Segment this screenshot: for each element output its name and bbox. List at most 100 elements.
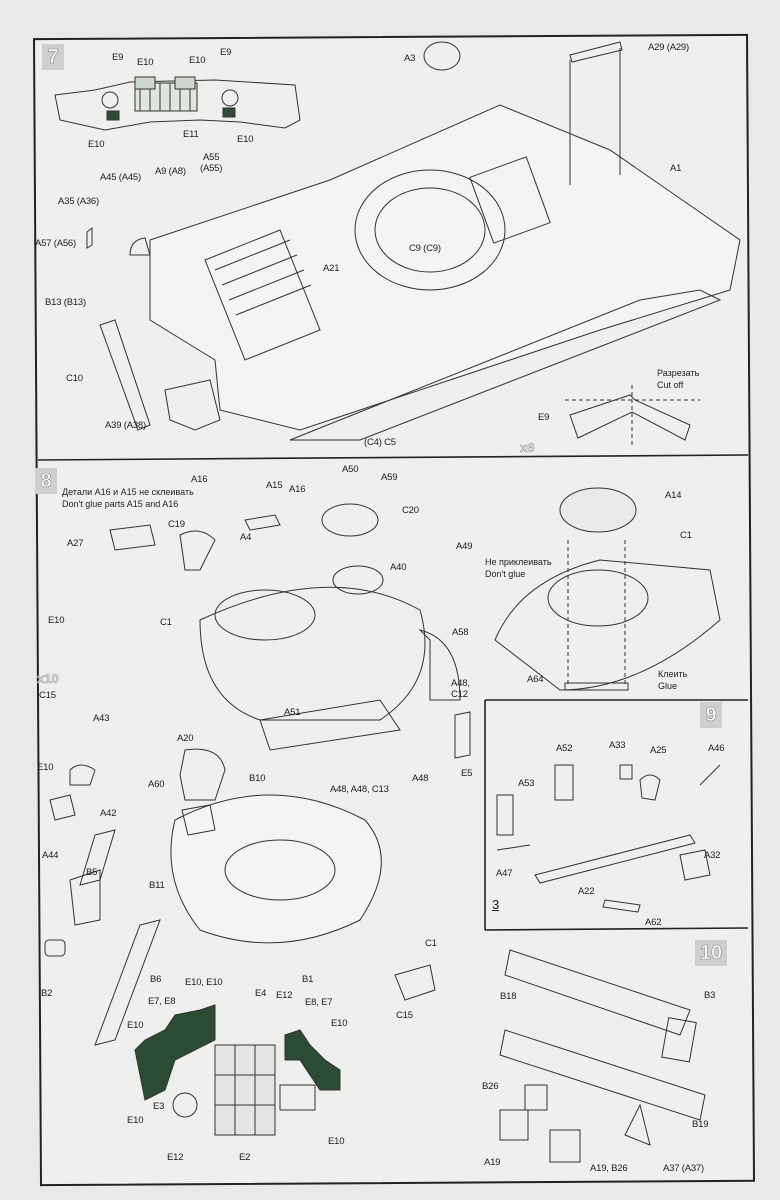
part-label: A1 <box>670 163 682 174</box>
part-label: B2 <box>41 988 53 999</box>
part-label: A39 (A38) <box>105 420 146 431</box>
part-label: A48, C12 <box>451 678 470 700</box>
part-label: B10 <box>249 773 266 784</box>
step-number-8: 8 <box>35 468 57 494</box>
part-label: B5 <box>86 867 98 878</box>
cut-off-note: Разрезать Cut off <box>657 367 699 391</box>
part-label: B13 (B13) <box>45 297 86 308</box>
part-label: E10 <box>137 57 154 68</box>
part-label: E10, E10 <box>185 977 223 988</box>
step-number-7: 7 <box>42 44 64 70</box>
part-label: A4 <box>240 532 252 543</box>
part-label: C1 <box>160 617 172 628</box>
part-label: E8, E7 <box>305 997 333 1008</box>
part-label: A19 <box>484 1157 501 1168</box>
part-label: E9 <box>220 47 232 58</box>
part-label: E12 <box>276 990 293 1001</box>
step-number-9: 9 <box>700 702 722 728</box>
part-label: C1 <box>680 530 692 541</box>
part-label: E7, E8 <box>148 996 176 1007</box>
glue-note-en: Glue <box>658 681 678 691</box>
part-label: A21 <box>323 263 340 274</box>
part-label: A16 <box>289 484 306 495</box>
part-label: C20 <box>402 505 419 516</box>
part-label: A27 <box>67 538 84 549</box>
part-label: A44 <box>42 850 59 861</box>
part-label: E10 <box>189 55 206 66</box>
part-label: B1 <box>302 974 314 985</box>
assembly-note: Детали A16 и A15 не склеивать Don't glue… <box>62 486 194 510</box>
part-label: A46 <box>708 743 725 754</box>
part-label: A20 <box>177 733 194 744</box>
part-label: E10 <box>48 615 65 626</box>
assembly-note-en: Don't glue parts A15 and A16 <box>62 499 179 509</box>
part-label: A62 <box>645 917 662 928</box>
no-glue-note-en: Don't glue <box>485 569 526 579</box>
cut-off-note-ru: Разрезать <box>657 368 700 378</box>
part-label: A48 <box>412 773 429 784</box>
part-label: B19 <box>692 1119 709 1130</box>
part-label: B26 <box>482 1081 499 1092</box>
part-label: E4 <box>255 988 267 999</box>
part-label: E10 <box>127 1115 144 1126</box>
part-label: E10 <box>127 1020 144 1031</box>
part-label: A3 <box>404 53 416 64</box>
cut-off-note-en: Cut off <box>657 380 684 390</box>
part-label: B6 <box>150 974 162 985</box>
part-label: A47 <box>496 868 513 879</box>
part-label: A25 <box>650 745 667 756</box>
part-label: A19, B26 <box>590 1163 628 1174</box>
part-label: C1 <box>425 938 437 949</box>
glue-note-ru: Клеить <box>658 669 688 679</box>
part-label: A14 <box>665 490 682 501</box>
part-label: A60 <box>148 779 165 790</box>
part-label: A35 (A36) <box>58 196 99 207</box>
part-label: E10 <box>88 139 105 150</box>
part-label: E10 <box>237 134 254 145</box>
part-label: A45 (A45) <box>100 172 141 183</box>
part-label: A16 <box>191 474 208 485</box>
glue-note: Клеить Glue <box>658 668 687 692</box>
part-label: A53 <box>518 778 535 789</box>
part-label: E2 <box>239 1152 251 1163</box>
part-label: C15 <box>396 1010 413 1021</box>
part-label: E10 <box>37 762 54 773</box>
part-label: A49 <box>456 541 473 552</box>
part-label: C10 <box>66 373 83 384</box>
part-label: C9 (C9) <box>409 243 441 254</box>
part-label: A40 <box>390 562 407 573</box>
part-label: B18 <box>500 991 517 1002</box>
instruction-page <box>33 33 756 1187</box>
part-label: E9 <box>538 412 550 423</box>
part-label: A58 <box>452 627 469 638</box>
part-label: A64 <box>527 674 544 685</box>
part-label: A55 <box>203 152 220 163</box>
quantity-multiplier: x6 <box>520 440 535 456</box>
part-label: A43 <box>93 713 110 724</box>
part-label: A29 (A29) <box>648 42 689 53</box>
part-label: A42 <box>100 808 117 819</box>
part-label: E10 <box>328 1136 345 1147</box>
part-label: A9 (A8) <box>155 166 186 177</box>
part-label: E10 <box>331 1018 348 1029</box>
no-glue-note-ru: Не приклеивать <box>485 557 552 567</box>
part-label: A22 <box>578 886 595 897</box>
part-label: E12 <box>167 1152 184 1163</box>
part-label: B3 <box>704 990 716 1001</box>
part-label: A48, A48, C13 <box>330 784 389 795</box>
part-label: A15 <box>266 480 283 491</box>
quantity-multiplier: x10 <box>37 671 59 687</box>
part-label: E3 <box>153 1101 165 1112</box>
no-glue-note: Не приклеивать Don't glue <box>485 556 552 580</box>
step-number-10: 10 <box>695 940 727 966</box>
part-label: A52 <box>556 743 573 754</box>
part-label: A33 <box>609 740 626 751</box>
part-label: A32 <box>704 850 721 861</box>
part-label: A50 <box>342 464 359 475</box>
part-label: A57 (A56) <box>35 238 76 249</box>
reference-step-3: 3 <box>492 897 500 912</box>
part-label: B11 <box>149 880 165 891</box>
part-label: A51 <box>284 707 301 718</box>
part-label: A59 <box>381 472 398 483</box>
part-label: E9 <box>112 52 124 63</box>
